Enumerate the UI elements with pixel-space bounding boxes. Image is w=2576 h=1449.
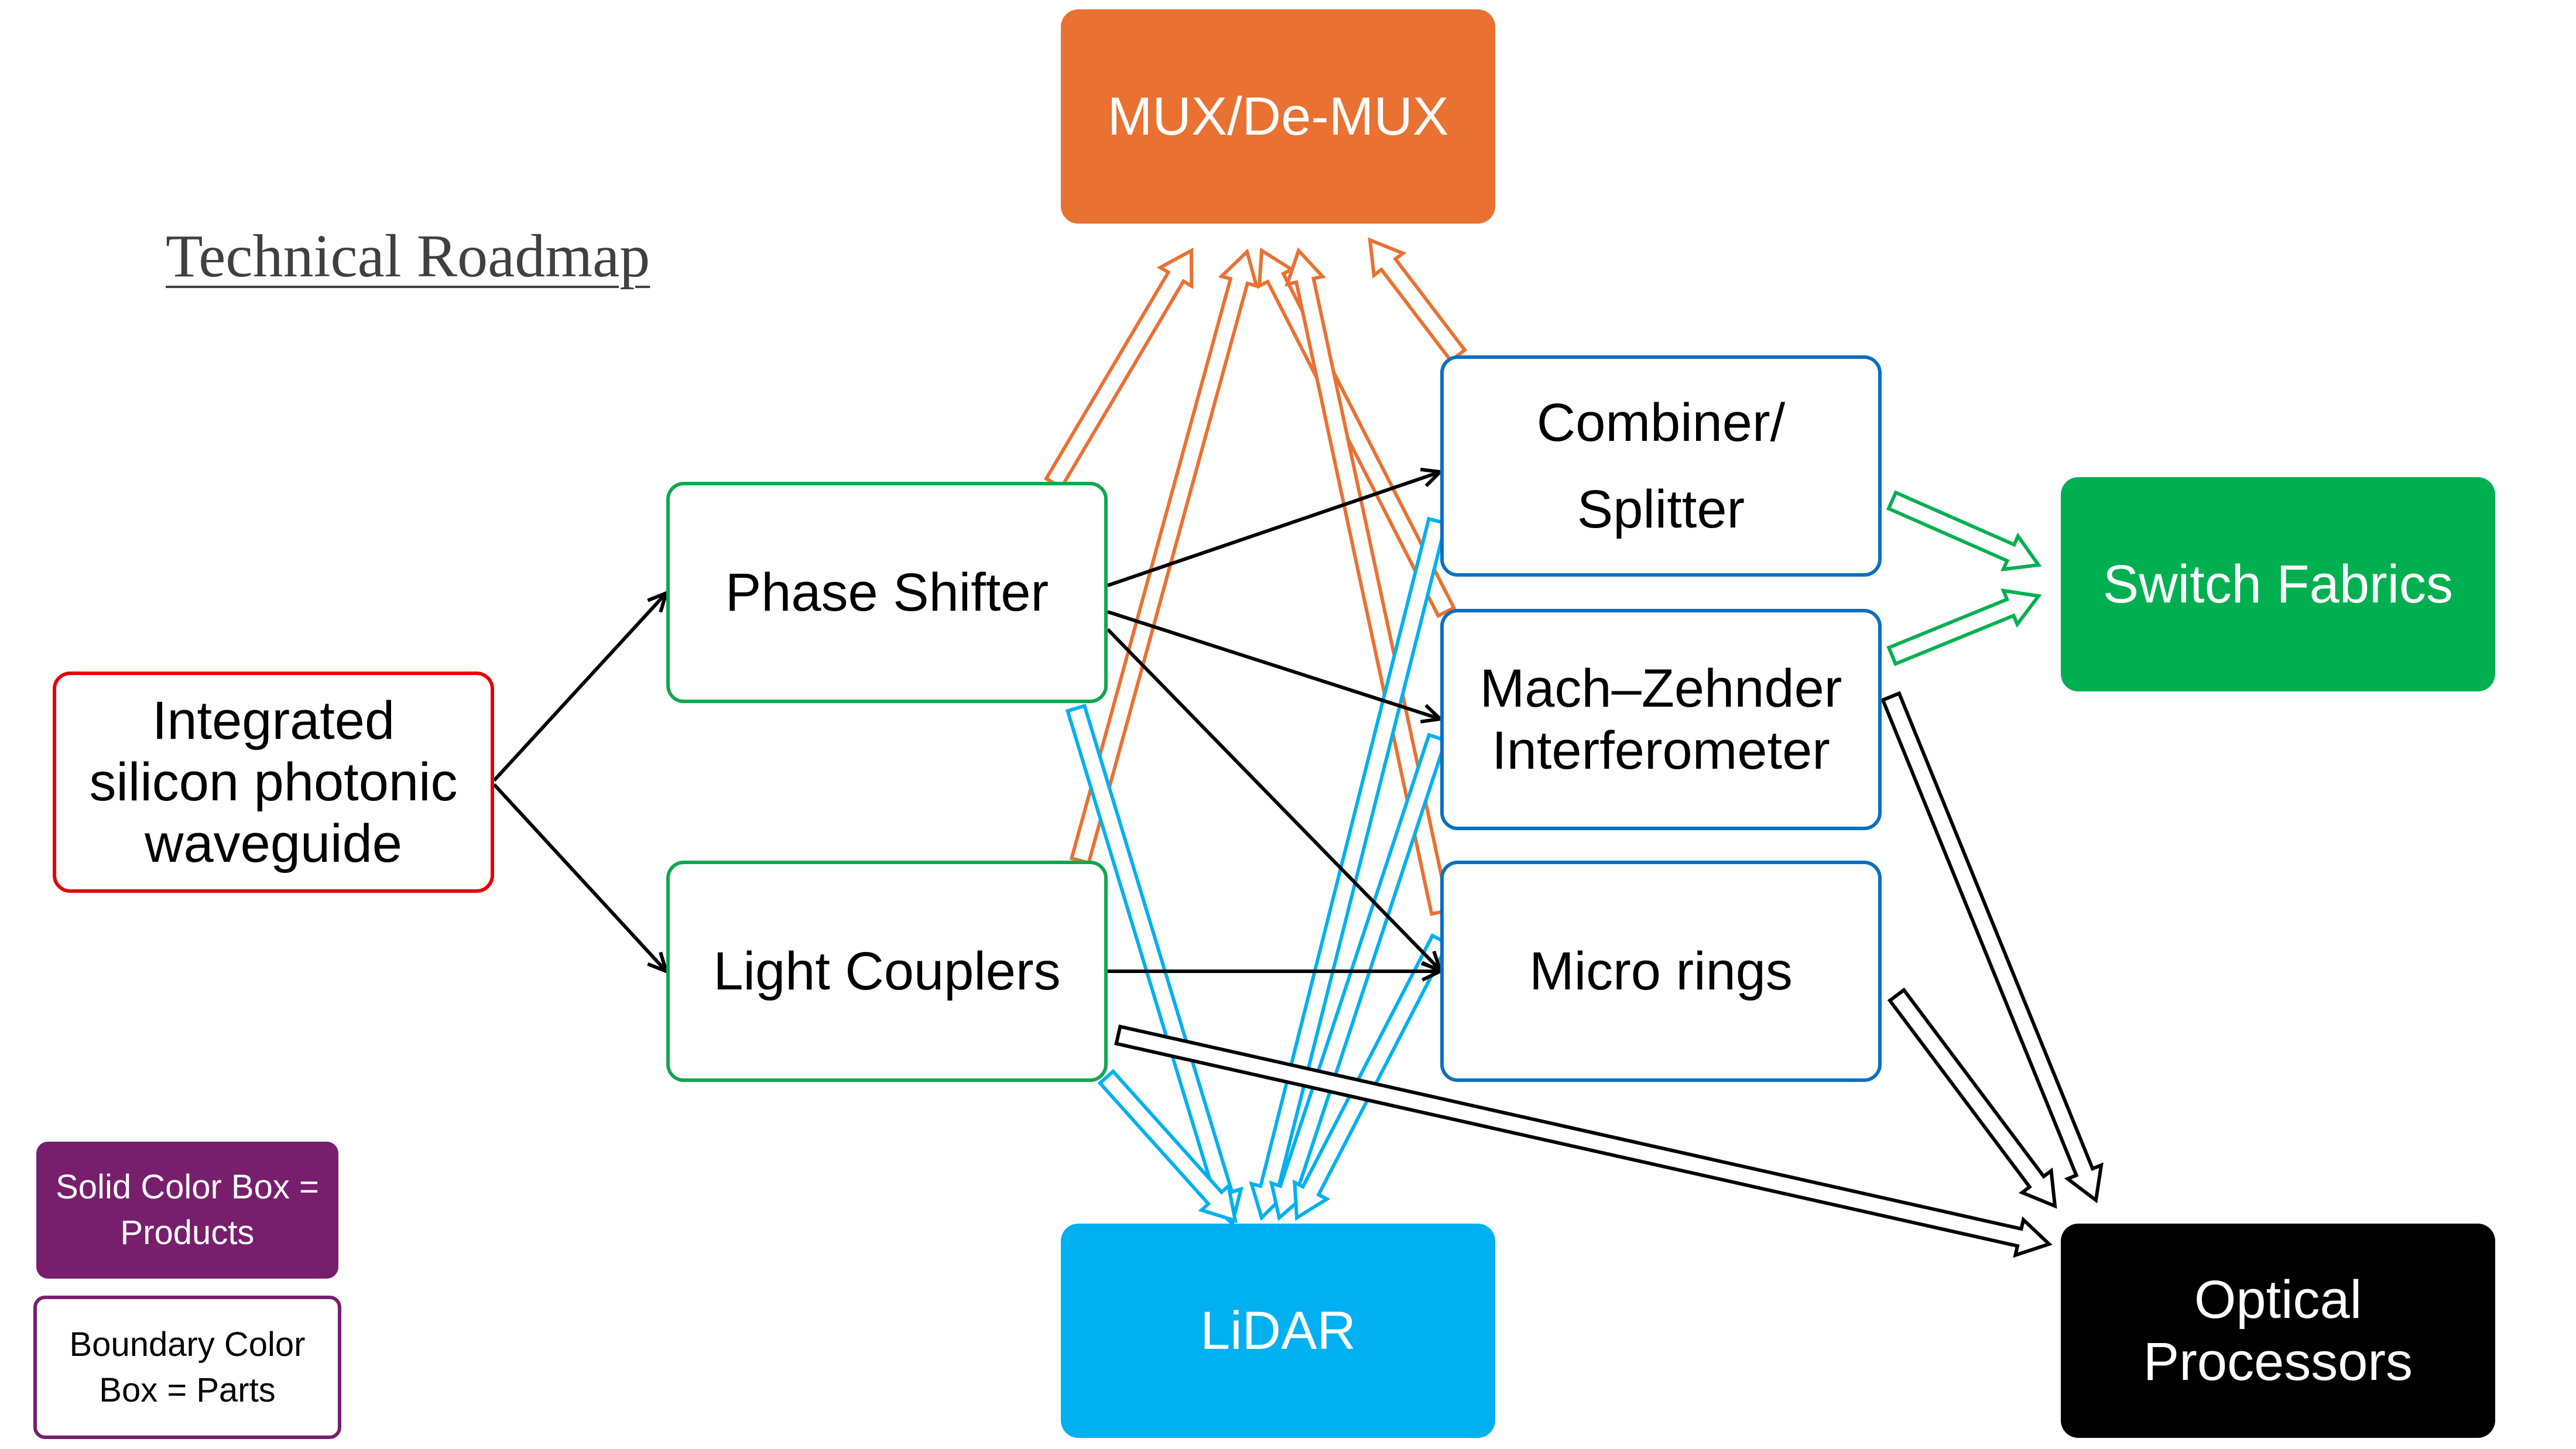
waveguide-box: Integrated silicon photonic waveguide bbox=[53, 672, 494, 893]
legend-boundary-line1: Boundary Color bbox=[69, 1325, 306, 1364]
mzi-line2: Interferometer bbox=[1492, 721, 1830, 780]
waveguide-line3: waveguide bbox=[145, 813, 402, 873]
mux-demux-box: MUX/De-MUX bbox=[1061, 9, 1495, 224]
micro-rings-box: Micro rings bbox=[1440, 861, 1882, 1082]
arrow-combiner-to-mux bbox=[1368, 237, 1468, 364]
waveguide-line1: Integrated bbox=[152, 690, 395, 751]
arrow-combiner-to-switch bbox=[1886, 490, 2042, 572]
legend-boundary-line2: Box = Parts bbox=[99, 1371, 276, 1409]
lidar-label: LiDAR bbox=[1200, 1300, 1356, 1361]
arrow-rings-to-lidar bbox=[1292, 933, 1451, 1221]
waveguide-line2: silicon photonic bbox=[89, 752, 458, 812]
micro-rings-label: Micro rings bbox=[1529, 941, 1793, 1001]
mzi-line1: Mach–Zehnder bbox=[1479, 659, 1842, 718]
arrow-mzi-to-lidar bbox=[1269, 732, 1448, 1221]
legend-boundary-box: Boundary Color Box = Parts bbox=[33, 1296, 341, 1439]
legend-solid-line1: Solid Color Box = bbox=[56, 1168, 319, 1206]
switch-fabrics-label: Switch Fabrics bbox=[2102, 554, 2454, 614]
mux-demux-label: MUX/De-MUX bbox=[1107, 86, 1449, 146]
optical-processors-box: Optical Processors bbox=[2061, 1224, 2495, 1438]
arrow-mzi-to-switch bbox=[1886, 588, 2042, 666]
optical-processors-line1: Optical bbox=[2194, 1270, 2362, 1330]
arrow-mzi-to-optical bbox=[1880, 691, 2104, 1204]
mzi-box: Mach–Zehnder Interferometer bbox=[1440, 609, 1882, 830]
combiner-line1: Combiner/ bbox=[1536, 393, 1786, 453]
phase-shifter-label: Phase Shifter bbox=[725, 562, 1049, 622]
legend-solid-line2: Products bbox=[120, 1214, 255, 1252]
phase-shifter-box: Phase Shifter bbox=[666, 482, 1108, 703]
switch-fabrics-box: Switch Fabrics bbox=[2061, 477, 2495, 691]
light-couplers-label: Light Couplers bbox=[713, 941, 1061, 1001]
arrow-combiner-to-lidar bbox=[1249, 516, 1448, 1221]
lidar-box: LiDAR bbox=[1061, 1224, 1495, 1438]
page-title: Technical Roadmap bbox=[166, 222, 650, 290]
arrow-couplers-to-lidar bbox=[1097, 1068, 1238, 1224]
combiner-line2: Splitter bbox=[1577, 479, 1745, 539]
arrow-phase-to-mux bbox=[1043, 247, 1194, 490]
arrow-waveguide-to-couplers bbox=[492, 783, 669, 975]
optical-processors-line2: Processors bbox=[2143, 1332, 2413, 1392]
arrow-rings-to-optical bbox=[1887, 987, 2057, 1209]
arrow-couplers-to-optical bbox=[1114, 1024, 2053, 1258]
light-couplers-box: Light Couplers bbox=[666, 861, 1108, 1082]
arrow-waveguide-to-phase bbox=[492, 590, 669, 782]
legend-solid-box: Solid Color Box = Products bbox=[36, 1142, 338, 1279]
combiner-splitter-box: Combiner/ Splitter bbox=[1440, 355, 1882, 577]
